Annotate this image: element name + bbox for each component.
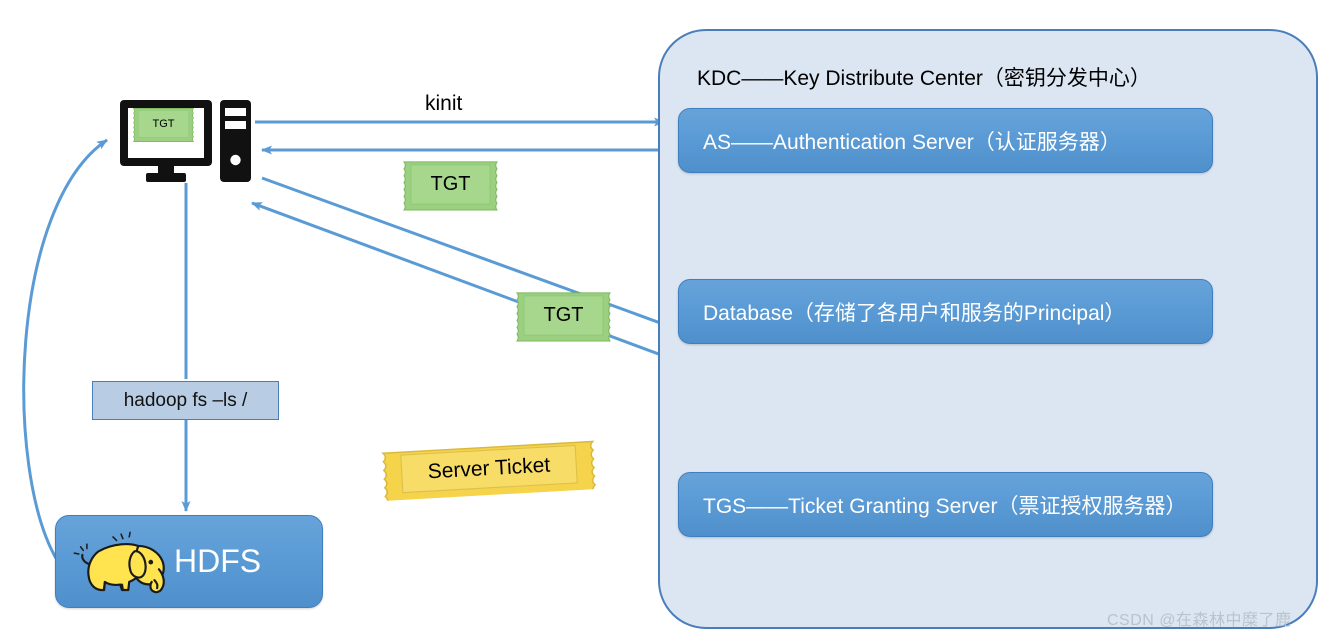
as-server-label: AS——Authentication Server（认证服务器）: [703, 130, 1121, 154]
hadoop-elephant-icon: [73, 531, 165, 594]
database-box[interactable]: Database（存储了各用户和服务的Principal）: [678, 279, 1213, 344]
ticket-icon: [132, 108, 195, 142]
hadoop-command-label: hadoop fs –ls /: [123, 389, 248, 411]
as-server-box[interactable]: AS——Authentication Server（认证服务器）: [678, 108, 1213, 173]
ticket-icon: [381, 440, 598, 506]
ticket-tgt-1: TGT: [400, 157, 501, 212]
watermark: CSDN @在森林中糜了鹿: [1107, 612, 1292, 629]
ticket-tgt-2: TGT: [513, 288, 614, 343]
ticket-tgt-on-monitor: TGT: [131, 105, 196, 143]
kinit-label: kinit: [425, 92, 463, 115]
ticket-icon: [516, 292, 611, 342]
database-label: Database（存储了各用户和服务的Principal）: [703, 301, 1126, 325]
hdfs-box[interactable]: HDFS: [55, 515, 323, 608]
arrow-hdfs-to-client: [22, 138, 108, 561]
kdc-title: KDC——Key Distribute Center（密钥分发中心）: [697, 67, 1151, 90]
hdfs-label: HDFS: [174, 543, 262, 579]
tgs-server-label: TGS——Ticket Granting Server（票证授权服务器）: [703, 494, 1187, 518]
tgs-server-box[interactable]: TGS——Ticket Granting Server（票证授权服务器）: [678, 472, 1213, 537]
ticket-server: Server Ticket: [377, 437, 602, 506]
ticket-icon: [403, 161, 498, 211]
hadoop-command-box[interactable]: hadoop fs –ls /: [92, 381, 279, 420]
